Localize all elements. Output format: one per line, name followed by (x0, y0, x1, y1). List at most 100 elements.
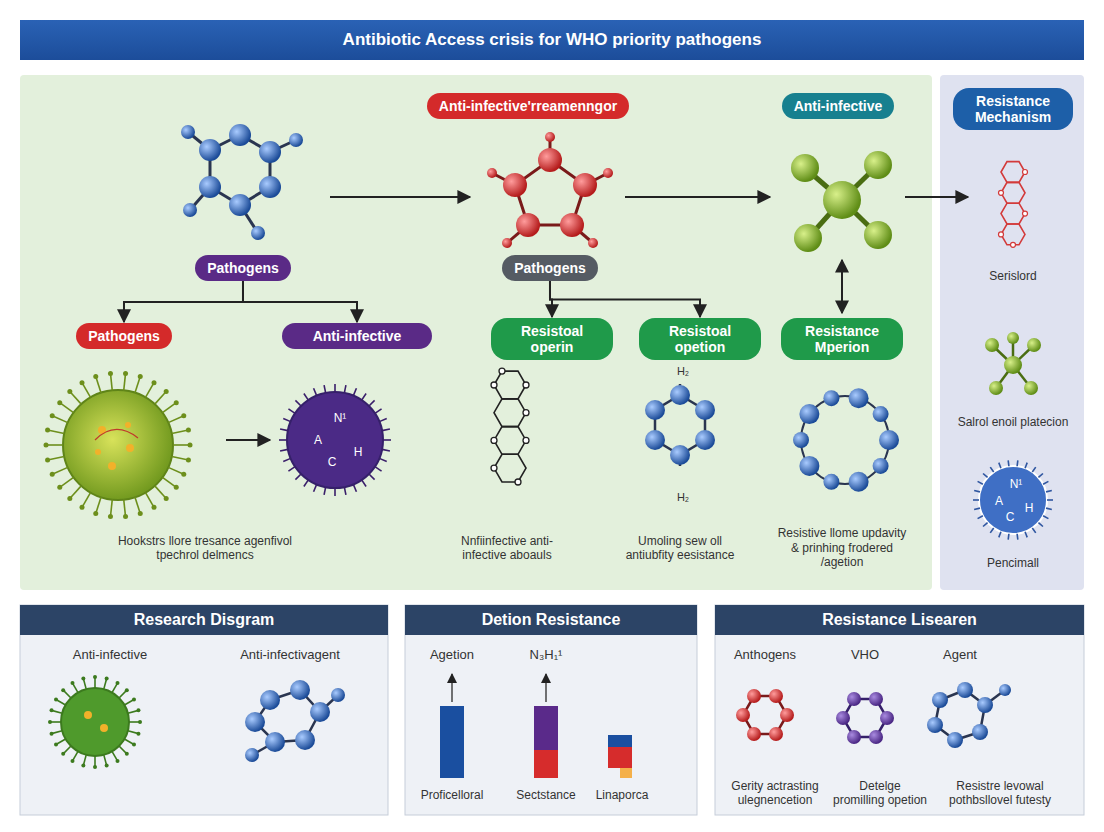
ring-ladder (523, 382, 529, 388)
blue-ring (849, 472, 869, 492)
node-text: Resistoal opetion (651, 323, 749, 355)
particle-spikes (314, 388, 317, 395)
particle-spikes (123, 514, 128, 519)
particle-spikes (978, 481, 983, 484)
label-text: Agetion (430, 647, 474, 662)
label-text: Umoling sew oll antiubfity eesistance (626, 534, 735, 562)
particle-spikes (186, 428, 191, 433)
particle-spikes (974, 490, 980, 491)
particle-spikes (334, 488, 336, 496)
blue-molecule (259, 141, 281, 163)
annotation-label: H (1020, 501, 1038, 515)
red-molecule (736, 689, 794, 741)
blue-ring (793, 432, 809, 448)
virus-particle (126, 444, 134, 452)
red-ladder (1023, 170, 1028, 175)
red-ladder (1023, 211, 1028, 216)
ring-ladder (494, 454, 526, 482)
particle-spikes (155, 391, 166, 404)
ring-ladder (494, 399, 526, 427)
particle-spikes (60, 403, 74, 413)
node-text: Detion Resistance (482, 611, 621, 629)
panel-header: Detion Resistance (405, 605, 697, 635)
particle-spikes (80, 380, 85, 385)
particle-spikes (978, 516, 983, 519)
red-molecule (588, 238, 598, 248)
particle-spikes (110, 373, 112, 390)
annotation-label: Gerity actrasting ulegnencetion (720, 779, 830, 808)
ring-ladder (494, 371, 526, 482)
annotation-label: H₂ (668, 365, 698, 378)
label-text: H (354, 445, 363, 459)
annotation-label: VHO (835, 647, 895, 663)
title-text: Antibiotic Access crisis for WHO priorit… (343, 30, 762, 50)
side-panel (940, 75, 1084, 590)
green-molecule (1007, 332, 1019, 344)
particle-spikes (116, 681, 120, 685)
particle-spikes (1025, 463, 1027, 469)
particle-spikes (181, 413, 186, 418)
annotation-label: Anthogens (720, 647, 810, 663)
blue-molecule (670, 385, 690, 405)
blue-molecule (290, 680, 310, 700)
agent-cell (979, 466, 1047, 534)
ring-ladder (491, 368, 529, 485)
blue-ring (799, 404, 819, 424)
red-molecule (769, 727, 783, 741)
green-molecule (823, 181, 861, 219)
blue-molecule (245, 680, 345, 762)
purple-molecule (847, 730, 861, 744)
label-pill: Resistoal opetion (639, 318, 761, 360)
red-molecule (573, 173, 597, 197)
particle-spikes (174, 400, 179, 405)
blue-molecule (188, 132, 296, 233)
particle-spikes (375, 409, 382, 413)
label-text: Anti-infectivagent (240, 647, 340, 662)
particle-spikes (279, 439, 287, 441)
particle-spikes (162, 477, 176, 487)
ring-ladder (523, 437, 529, 443)
agent-cell (287, 392, 383, 488)
particle-spikes (295, 400, 301, 406)
particle-spikes (1047, 499, 1053, 501)
blue-ring (879, 430, 899, 450)
red-molecule (560, 213, 584, 237)
particle-spikes (369, 400, 375, 406)
blue-molecule (331, 688, 345, 702)
particle-spikes (362, 480, 366, 487)
blue-ring (873, 406, 889, 422)
virus-particle (100, 724, 108, 732)
particle-spikes (44, 443, 49, 448)
particle-spikes (60, 477, 74, 487)
particle-spikes (1046, 508, 1052, 509)
label-text: Sectstance (516, 788, 575, 802)
particle-spikes (974, 508, 980, 509)
particle-spikes (48, 430, 65, 434)
blue-molecule (265, 732, 285, 752)
green-molecule (794, 224, 822, 252)
particle-spikes (138, 374, 143, 379)
annotation-label: H₂ (668, 491, 698, 504)
blue-molecule (972, 724, 988, 740)
red-molecule (747, 727, 761, 741)
green-molecule (864, 221, 892, 249)
bar-chart (534, 706, 558, 750)
particle-spikes (155, 486, 166, 499)
particle-spikes (54, 698, 58, 702)
ring-ladder (494, 371, 526, 399)
particle-spikes (283, 419, 290, 422)
blue-molecule (199, 176, 221, 198)
label-text: Hookstrs llore tresance agenfivol tpechr… (118, 534, 292, 562)
annotation-label: Nnfiinfective anti-infective aboauls (442, 534, 572, 563)
virus-particle (61, 688, 129, 756)
blue-ring (799, 456, 819, 476)
ring-ladder (491, 382, 497, 388)
particle-spikes (61, 688, 65, 692)
particle-spikes (125, 752, 129, 756)
node-text: Anti-infective (794, 98, 883, 114)
flow-arrow (841, 260, 843, 313)
blue-molecule (199, 139, 221, 161)
blue-molecule (977, 697, 993, 713)
node-text: Research Disgram (134, 611, 275, 629)
particle-spikes (71, 681, 75, 685)
